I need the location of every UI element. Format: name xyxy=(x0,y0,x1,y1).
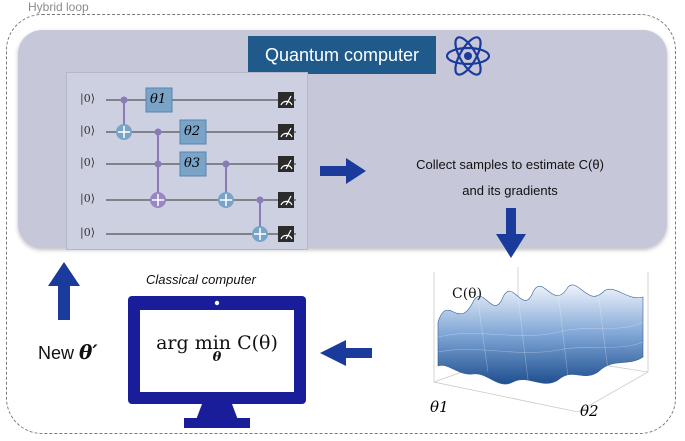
argmin-expression: arg min C(θ) θ xyxy=(142,332,292,365)
gate-label-theta3: θ3 xyxy=(184,156,201,171)
surface-label: C(θ) xyxy=(452,286,483,302)
qubit-label: |0⟩ xyxy=(80,92,95,105)
collect-line-2: and its gradients xyxy=(462,183,558,198)
arrow-right-icon xyxy=(320,158,366,184)
qubit-label: |0⟩ xyxy=(80,124,95,137)
qubit-label: |0⟩ xyxy=(80,156,95,169)
new-theta-label: New θ′ xyxy=(38,340,98,364)
axis-label-theta1: θ1 xyxy=(430,398,449,416)
new-theta-symbol: θ′ xyxy=(79,340,98,364)
new-theta-text: New xyxy=(38,343,75,363)
arrow-left-icon xyxy=(320,340,372,366)
circuit-diagram xyxy=(106,87,296,242)
qubit-label: |0⟩ xyxy=(80,226,95,239)
argmin-main: arg min C(θ) xyxy=(156,332,278,354)
hybrid-loop-label: Hybrid loop xyxy=(28,0,89,14)
cost-surface-plot xyxy=(433,267,649,413)
axis-label-theta2: θ2 xyxy=(580,402,599,420)
gate-label-theta1: θ1 xyxy=(150,92,167,107)
atom-icon xyxy=(445,36,491,76)
classical-computer-label: Classical computer xyxy=(146,272,256,287)
arrow-up-icon xyxy=(48,262,80,320)
gate-label-theta2: θ2 xyxy=(184,124,201,139)
collect-samples-text: Collect samples to estimate C(θ) and its… xyxy=(380,152,640,204)
arrow-down-icon xyxy=(496,208,526,258)
collect-line-1: Collect samples to estimate C(θ) xyxy=(416,157,604,172)
quantum-computer-title: Quantum computer xyxy=(248,36,436,74)
qubit-label: |0⟩ xyxy=(80,192,95,205)
monitor-icon xyxy=(128,296,306,428)
hybrid-loop-border xyxy=(6,14,676,434)
argmin-subscript: θ xyxy=(212,350,222,365)
